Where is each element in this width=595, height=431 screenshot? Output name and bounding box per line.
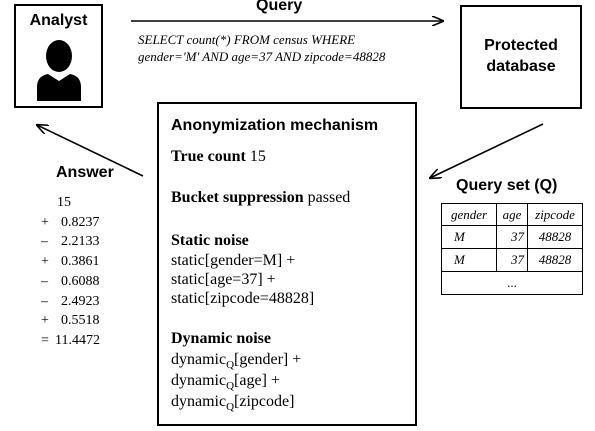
static-noise-line-3: static[zipcode=48828] xyxy=(171,290,315,307)
answer-line-0: 15 xyxy=(57,195,71,210)
analyst-box: Analyst xyxy=(14,4,103,108)
static-noise-line-2: static[age=37] + xyxy=(171,271,276,288)
analyst-label: Analyst xyxy=(29,12,88,29)
static-noise-line-1: static[gender=M] + xyxy=(171,252,296,269)
answer-line-5: –2.4923 xyxy=(41,294,100,309)
bucket-suppression-value: passed xyxy=(307,189,351,206)
true-count-value: 15 xyxy=(249,148,266,165)
database-to-queryset-arrow xyxy=(430,123,544,178)
person-silhouette-icon xyxy=(37,40,81,101)
header-gender: gender xyxy=(441,203,497,226)
cell: 37 xyxy=(496,248,528,272)
sql-line-1: SELECT count(*) FROM census WHERE xyxy=(138,32,356,47)
query-set-ellipsis-row: ... xyxy=(441,271,583,295)
answer-line-7: =11.4472 xyxy=(41,333,100,348)
answer-line-2: –2.2133 xyxy=(41,234,100,249)
answer-line-6: +0.5518 xyxy=(41,313,100,328)
anonymization-mechanism-box xyxy=(157,102,417,426)
answer-label: Answer xyxy=(56,164,114,181)
bucket-suppression-label: Bucket suppression xyxy=(171,189,304,206)
cell: 48828 xyxy=(527,225,583,249)
header-zipcode: zipcode xyxy=(527,203,583,226)
dynamic-noise-title: Dynamic noise xyxy=(171,330,271,347)
mechanism-title: Anonymization mechanism xyxy=(171,117,379,134)
cell: M xyxy=(441,248,497,272)
query-label: Query xyxy=(256,0,303,14)
query-set-table: gender age zipcode M 37 48828 M 37 48828… xyxy=(441,203,583,295)
ellipsis: ... xyxy=(441,271,583,295)
answer-arrow xyxy=(37,125,144,177)
query-set-row: M 37 48828 xyxy=(441,225,583,249)
cell: 37 xyxy=(496,225,528,249)
query-set-row: M 37 48828 xyxy=(441,248,583,272)
database-box: Protected database xyxy=(460,5,582,109)
answer-line-3: +0.3861 xyxy=(41,254,100,269)
true-count-label: True count xyxy=(171,148,246,165)
database-label-2: database xyxy=(486,58,556,75)
query-set-title: Query set (Q) xyxy=(456,177,558,194)
static-noise-title: Static noise xyxy=(171,232,249,249)
true-count-line: True count 15 xyxy=(171,148,266,166)
cell: M xyxy=(441,225,497,249)
dynamic-noise-line-1: dynamicQ[gender] + xyxy=(171,351,302,372)
dynamic-noise-line-2: dynamicQ[age] + xyxy=(171,372,280,393)
answer-line-1: +0.8237 xyxy=(41,215,100,230)
dynamic-noise-line-3: dynamicQ[zipcode] xyxy=(171,393,295,414)
bucket-suppression-line: Bucket suppression passed xyxy=(171,189,350,207)
header-age: age xyxy=(496,203,528,226)
answer-line-4: –0.6088 xyxy=(41,274,100,289)
database-label-1: Protected xyxy=(484,37,558,54)
cell: 48828 xyxy=(527,248,583,272)
sql-line-2: gender='M' AND age=37 AND zipcode=48828 xyxy=(138,49,386,64)
query-set-header-row: gender age zipcode xyxy=(441,203,583,226)
